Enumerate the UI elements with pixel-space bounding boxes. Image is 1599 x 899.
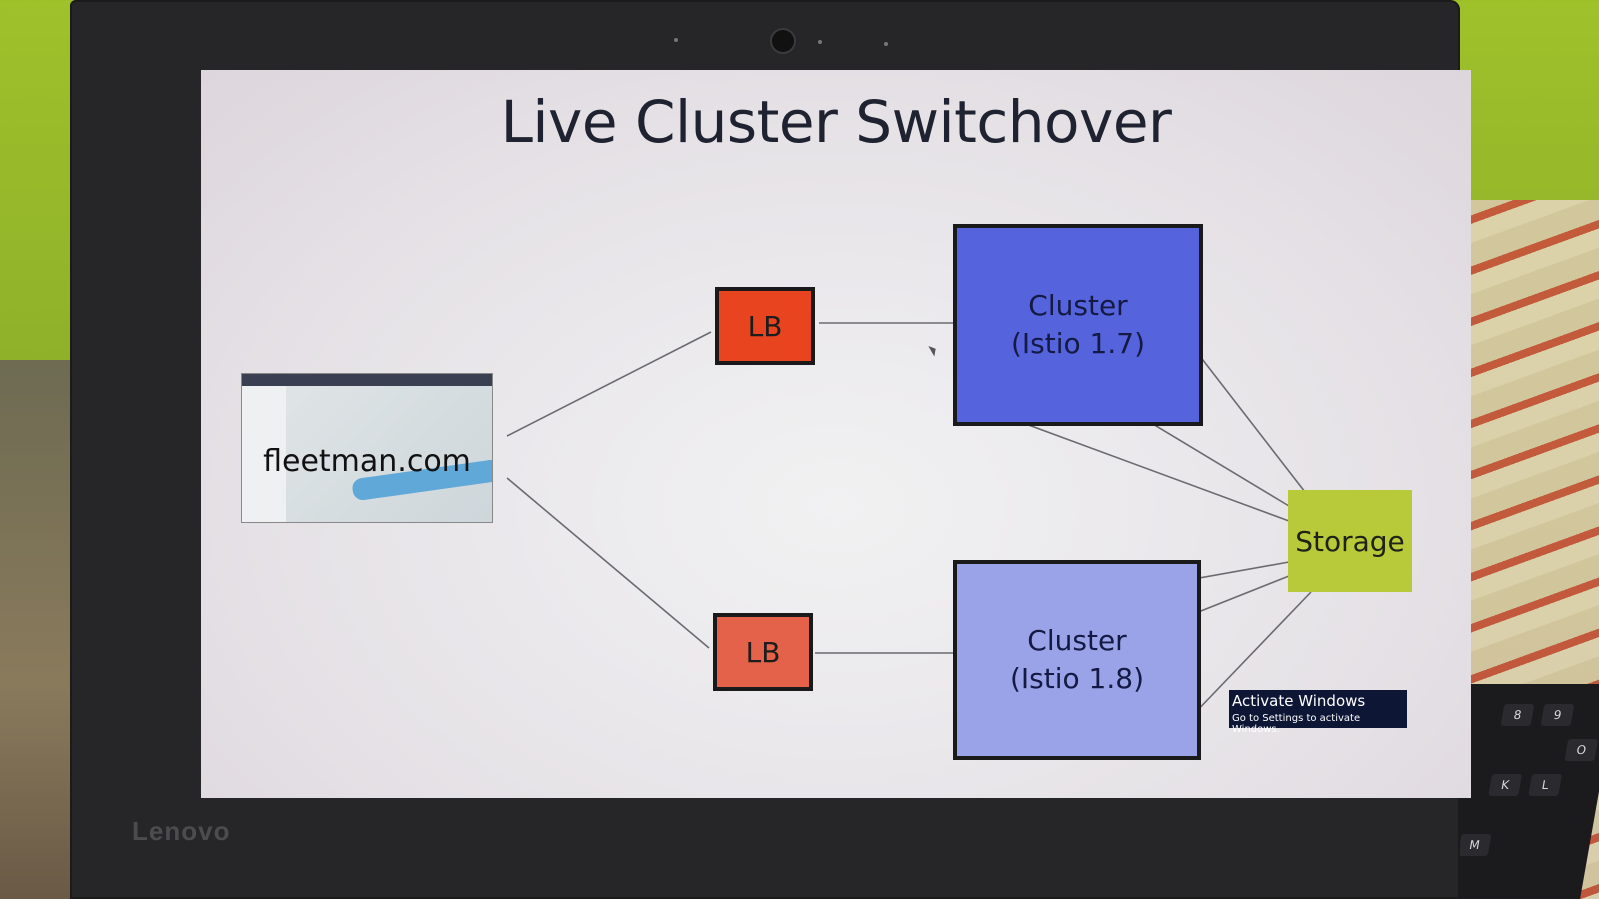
keyboard-key: O [1564, 739, 1599, 761]
website-sidebar [242, 386, 286, 522]
cluster-istio-1-7: Cluster (Istio 1.7) [953, 224, 1203, 426]
keyboard-key: L [1528, 774, 1563, 796]
camera-sensor-dot [818, 40, 822, 44]
activate-windows-watermark: Activate Windows Go to Settings to activ… [1229, 690, 1407, 735]
cluster-istio-1-8: Cluster (Istio 1.8) [953, 560, 1201, 760]
load-balancer-bottom: LB [713, 613, 813, 691]
watermark-subtitle: Go to Settings to activate Windows. [1232, 713, 1361, 735]
website-map [286, 386, 492, 522]
keyboard-key: M [1457, 834, 1492, 856]
load-balancer-label: LB [745, 635, 781, 669]
load-balancer-label: LB [747, 309, 783, 343]
laptop-bezel: Lenovo Live Cluster Switchover fleetm [70, 0, 1471, 899]
line-site-to-lb-top [506, 331, 712, 437]
camera-sensor-dot [884, 42, 888, 46]
watermark-title: Activate Windows [1232, 692, 1366, 710]
storage-box: Storage [1288, 490, 1412, 592]
cluster-label: Cluster (Istio 1.8) [1009, 624, 1144, 695]
line-site-to-lb-bottom [506, 477, 710, 649]
browser-toolbar [242, 374, 492, 386]
camera-sensor-dot [674, 38, 678, 42]
load-balancer-top: LB [715, 287, 815, 365]
storage-label: Storage [1295, 524, 1405, 558]
website-label: fleetman.com [263, 444, 471, 479]
keyboard-key: K [1488, 774, 1523, 796]
webcam-icon [770, 28, 796, 54]
presentation-screen: Live Cluster Switchover fleetman.com [201, 70, 1471, 798]
website-screenshot: fleetman.com [241, 373, 493, 523]
slide-title: Live Cluster Switchover [500, 88, 1172, 156]
cluster-label: Cluster (Istio 1.7) [1010, 289, 1145, 360]
laptop-brand-logo: Lenovo [132, 816, 231, 846]
keyboard-key: 9 [1540, 704, 1575, 726]
keyboard-key: 8 [1500, 704, 1535, 726]
